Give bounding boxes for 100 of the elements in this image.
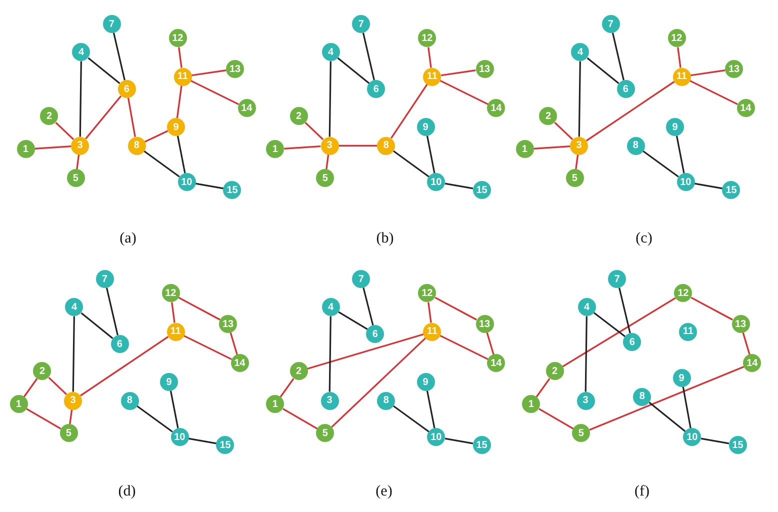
edge-line [178,296,220,320]
edge-line [534,146,570,150]
edge-line [79,61,82,137]
node-circle: 10 [676,173,695,191]
edge-line [48,376,68,396]
node-circle: 3 [320,136,338,155]
edge-line [586,57,620,84]
node-circle: 14 [487,354,506,372]
edge-line [337,57,370,84]
node-circle: 8 [120,392,139,410]
node-circle: 2 [33,362,52,380]
node-circle: 10 [427,173,446,191]
node-circle: 9 [416,373,434,391]
node-circle: 1 [10,395,28,414]
node-circle: 1 [266,140,284,158]
edge-line [76,154,80,170]
node-circle: 5 [572,424,590,442]
edge-line [328,61,332,137]
node-circle: 4 [571,43,590,62]
edge-line [584,316,588,392]
panel-caption: (a) [120,230,136,248]
edge-line [106,288,118,336]
node-circle: 4 [322,43,340,62]
edge-line [183,334,232,360]
node-circle: 15 [722,181,740,199]
node-circle: 11 [423,322,442,341]
edge-line [486,332,494,355]
edge-line [171,302,176,323]
edge-line [393,150,430,178]
node-circle: 13 [226,60,244,78]
edge-line [642,150,679,178]
edge-line [689,80,738,106]
edge-line [85,95,122,140]
node-circle: 15 [223,181,242,199]
edge-line [80,336,169,396]
edge-line [144,150,180,178]
edge-line [178,47,182,68]
node-circle: 3 [64,392,82,410]
node-circle: 11 [423,68,442,86]
edge-line [362,32,375,80]
edge-line [144,130,168,143]
node-circle: 14 [487,99,506,118]
node-circle: 6 [623,333,642,351]
edge-line [136,405,173,432]
node-circle: 7 [352,270,370,288]
node-circle: 7 [96,270,114,288]
node-circle: 8 [377,392,396,410]
edge-line [326,154,330,170]
edge-line [440,80,488,106]
edge-line [612,32,624,80]
node-circle: 6 [118,80,136,98]
edge-line [338,311,368,330]
panel-caption: (c) [636,230,652,248]
edge-line [304,122,324,140]
edge-line [690,70,726,76]
edge-line [393,405,430,432]
panel-caption: (d) [118,484,136,500]
edge-line [127,98,136,137]
edge-line [176,86,182,118]
node-circle: 4 [65,298,84,316]
node-circle: 14 [230,354,249,372]
node-circle: 8 [128,136,146,155]
edge-line [80,312,114,339]
node-circle: 1 [516,140,534,158]
node-circle: 5 [60,424,78,442]
node-circle: 11 [166,322,185,341]
edge-line [428,47,432,68]
edge-line [26,408,62,430]
node-circle: 3 [570,136,588,155]
node-circle: 6 [367,80,386,98]
edge-line [331,337,426,428]
node-circle: 9 [160,373,178,391]
edge-line [190,80,239,106]
node-circle: 12 [168,29,187,48]
edge-line [230,332,238,355]
node-circle: 12 [418,29,436,48]
edge-line [700,438,730,444]
edge-line [72,316,75,392]
edge-line [426,136,436,174]
node-circle: 2 [290,107,308,126]
node-circle: 10 [427,428,446,446]
edge-line [338,144,378,146]
edge-line [280,378,294,398]
edge-line [434,296,477,320]
edge-line [362,288,374,326]
node-circle: 10 [178,173,196,191]
node-circle: 13 [725,60,743,78]
edge-line [176,136,186,174]
edge-line [426,390,436,428]
node-circle: 14 [736,99,755,118]
node-circle: 11 [174,68,192,86]
edge-line [676,136,685,174]
node-circle: 8 [377,136,396,155]
node-circle: 10 [170,428,189,446]
node-circle: 1 [16,140,35,158]
edge-line [23,378,38,398]
edge-line [618,288,631,334]
edge-line [538,408,574,430]
edge-line [34,146,72,150]
node-circle: 5 [316,424,334,442]
